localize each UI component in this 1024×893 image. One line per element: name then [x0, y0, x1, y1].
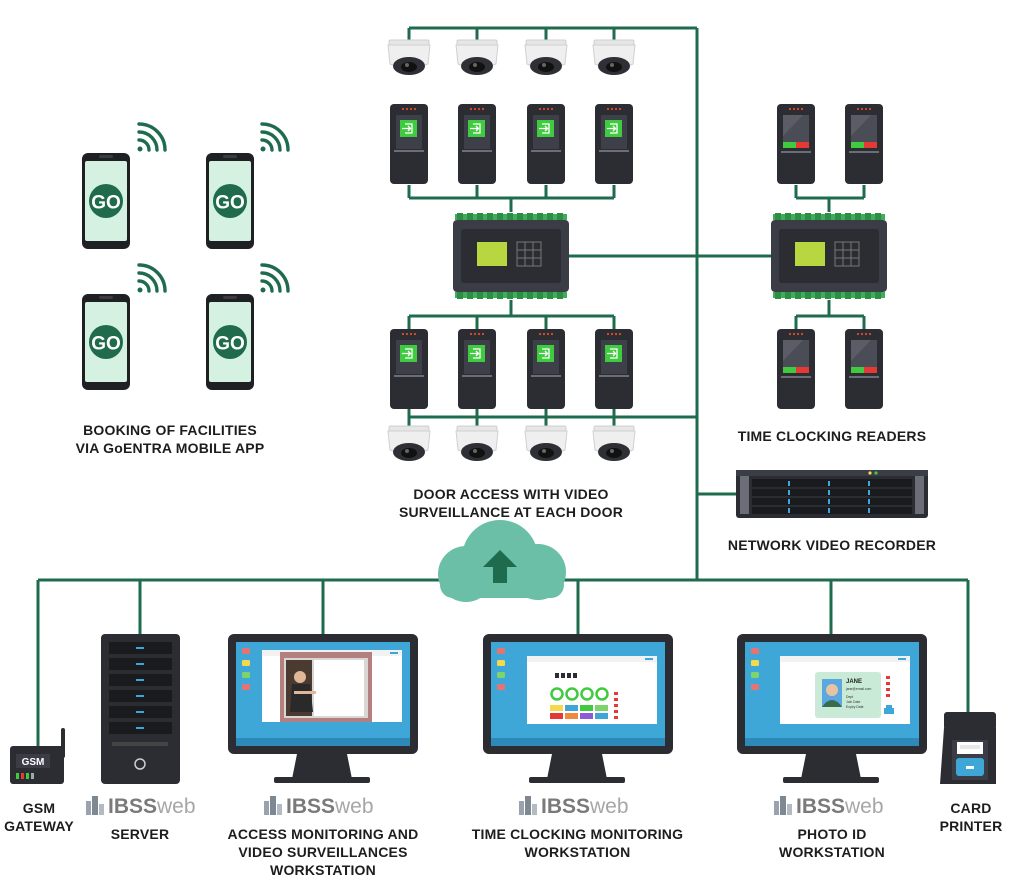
camera-top-3: [524, 39, 568, 76]
label-access-ws: ACCESS MONITORING AND VIDEO SURVEILLANCE…: [205, 825, 441, 879]
label-server-line-1: SERVER: [110, 826, 170, 842]
label-gsm-line-2: GATEWAY: [4, 818, 74, 834]
phone-1: [82, 153, 130, 249]
photo-id-workstation: JANE jane@email.com Dept Join Date Expir…: [737, 634, 927, 783]
label-photo-ws: PHOTO ID WORKSTATION: [752, 825, 912, 861]
ibssweb-logo-photo: IBSSweb: [773, 795, 884, 819]
brand-light: web: [335, 795, 374, 818]
time-reader-3: [777, 329, 815, 409]
building-icon: [86, 796, 104, 815]
label-door-access-line-2: SURVEILLANCE AT EACH DOOR: [398, 504, 624, 520]
building-icon: [264, 796, 282, 815]
label-booking-line-1: BOOKING OF FACILITIES: [83, 422, 257, 438]
building-icon: [519, 796, 537, 815]
label-access-ws-line-2: VIDEO SURVEILLANCES: [238, 844, 408, 860]
time-reader-4: [845, 329, 883, 409]
wifi-1: [135, 122, 167, 154]
gsm-device-text: GSM: [22, 757, 45, 768]
label-nvr: NETWORK VIDEO RECORDER: [705, 536, 959, 554]
reader-bottom-1: [389, 328, 429, 410]
door-access-cluster: [387, 39, 636, 462]
mobile-app-phones: [82, 122, 290, 390]
reader-top-3: [526, 103, 566, 185]
label-server: SERVER: [90, 825, 190, 843]
label-time-ws: TIME CLOCKING MONITORING WORKSTATION: [455, 825, 700, 861]
label-gsm: GSM GATEWAY: [0, 799, 78, 835]
ibssweb-logo-server: IBSSweb: [85, 795, 196, 819]
label-photo-ws-line-2: WORKSTATION: [779, 844, 885, 860]
camera-top-2: [455, 39, 499, 76]
phone-3: [82, 294, 130, 390]
building-icon: [774, 796, 792, 815]
time-clocking-cluster: [770, 104, 888, 409]
label-gsm-line-1: GSM: [22, 800, 56, 816]
photo-card-email: jane@email.com: [845, 687, 871, 691]
ibssweb-logo-access: IBSSweb: [263, 795, 374, 819]
cloud-upload-icon: [438, 520, 566, 602]
label-nvr-line-1: NETWORK VIDEO RECORDER: [727, 537, 937, 553]
camera-top-1: [387, 39, 431, 76]
camera-top-4: [592, 39, 636, 76]
phone-4: [206, 294, 254, 390]
photo-card-join: Join Date: [846, 700, 860, 704]
camera-bottom-4: [592, 425, 636, 462]
gsm-gateway-device: GSM: [10, 728, 65, 784]
label-card-printer: CARD PRINTER: [928, 799, 1014, 835]
wifi-2: [258, 122, 290, 154]
phone-2: [206, 153, 254, 249]
reader-top-4: [594, 103, 634, 185]
label-time-ws-line-2: WORKSTATION: [524, 844, 631, 860]
time-reader-2: [845, 104, 883, 184]
reader-top-1: [389, 103, 429, 185]
label-time-clocking: TIME CLOCKING READERS: [715, 427, 949, 445]
brand-bold: IBSS: [796, 795, 846, 818]
brand-bold: IBSS: [286, 795, 336, 818]
label-photo-ws-line-1: PHOTO ID: [797, 826, 867, 842]
reader-bottom-4: [594, 328, 634, 410]
label-time-ws-line-1: TIME CLOCKING MONITORING: [471, 826, 684, 842]
reader-top-2: [457, 103, 497, 185]
brand-light: web: [590, 795, 629, 818]
brand-bold: IBSS: [108, 795, 158, 818]
label-door-access-line-1: DOOR ACCESS WITH VIDEO: [413, 486, 609, 502]
wifi-3: [135, 263, 167, 295]
reader-bottom-3: [526, 328, 566, 410]
reader-bottom-2: [457, 328, 497, 410]
photo-card-dept: Dept: [846, 695, 853, 699]
card-printer-device: [940, 712, 996, 784]
time-controller: [770, 212, 888, 300]
camera-bottom-1: [387, 425, 431, 462]
label-card-printer-line-2: PRINTER: [939, 818, 1003, 834]
label-door-access: DOOR ACCESS WITH VIDEO SURVEILLANCE AT E…: [380, 485, 642, 521]
time-clocking-workstation: [483, 634, 673, 783]
door-controller: [452, 212, 570, 300]
label-card-printer-line-1: CARD: [950, 800, 992, 816]
label-booking: BOOKING OF FACILITIES VIA GoENTRA MOBILE…: [50, 421, 290, 457]
label-booking-line-2: VIA GoENTRA MOBILE APP: [75, 440, 265, 456]
access-monitoring-workstation: [228, 634, 418, 783]
label-access-ws-line-1: ACCESS MONITORING AND: [227, 826, 419, 842]
brand-light: web: [157, 795, 196, 818]
network-video-recorder: [736, 470, 928, 518]
label-access-ws-line-3: WORKSTATION: [270, 862, 376, 878]
time-reader-1: [777, 104, 815, 184]
brand-bold: IBSS: [541, 795, 591, 818]
server-tower: [101, 634, 180, 784]
photo-card-name: JANE: [846, 679, 862, 685]
photo-card-expiry: Expiry Date: [846, 705, 864, 709]
label-time-clocking-line-1: TIME CLOCKING READERS: [737, 428, 927, 444]
ibssweb-logo-time: IBSSweb: [518, 795, 629, 819]
camera-bottom-3: [524, 425, 568, 462]
wifi-4: [258, 263, 290, 295]
brand-light: web: [845, 795, 884, 818]
camera-bottom-2: [455, 425, 499, 462]
